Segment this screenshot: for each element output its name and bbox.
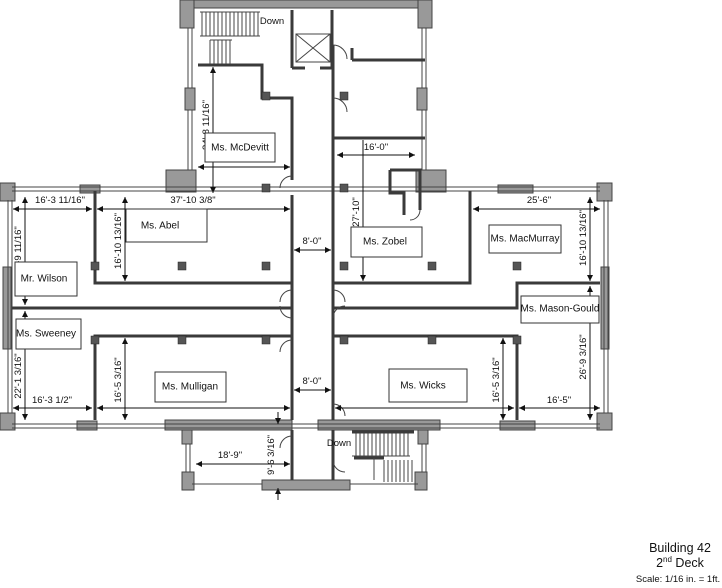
dim-masongould-depth: 26'-9 3/16" bbox=[578, 334, 589, 379]
room-label-mason-gould: Ms. Mason-Gould bbox=[520, 295, 600, 324]
room-label-wicks: Ms. Wicks bbox=[388, 368, 468, 403]
svg-text:Ms. Abel: Ms. Abel bbox=[141, 221, 179, 232]
svg-text:Ms. Zobel: Ms. Zobel bbox=[363, 237, 407, 248]
room-label-mulligan: Ms. Mulligan bbox=[154, 371, 227, 403]
dim-mcdevitt-depth: 24'-8 11/16" bbox=[201, 100, 212, 150]
column bbox=[512, 335, 522, 345]
scale-label: Scale: 1/16 in. = 1ft. bbox=[636, 574, 720, 585]
room-label-abel: Ms. Abel bbox=[125, 208, 208, 243]
stairs-top: Down bbox=[198, 11, 294, 180]
dim-wicks-depth: 16'-5 3/16" bbox=[491, 357, 502, 402]
room-label-mcdevitt: Ms. McDevitt bbox=[204, 132, 276, 163]
column bbox=[339, 335, 349, 345]
svg-text:Ms. Mason-Gould: Ms. Mason-Gould bbox=[521, 304, 600, 315]
svg-text:Ms. MacMurray: Ms. MacMurray bbox=[491, 234, 560, 245]
stairs-bottom: Down bbox=[327, 430, 414, 482]
dim-macmurray-depth: 16'-10 13/16" bbox=[578, 210, 589, 266]
room-label-sweeney: Ms. Sweeney bbox=[15, 318, 82, 350]
dim-corridor-lower: 8'-0" bbox=[303, 376, 322, 387]
building-name: Building 42 bbox=[649, 541, 711, 555]
column bbox=[90, 261, 100, 271]
elevator bbox=[290, 10, 334, 70]
svg-text:Ms. Mulligan: Ms. Mulligan bbox=[162, 382, 218, 393]
svg-text:Ms. McDevitt: Ms. McDevitt bbox=[211, 143, 269, 154]
column bbox=[427, 335, 437, 345]
dim-abel-depth: 16'-10 13/16" bbox=[113, 213, 124, 269]
column bbox=[261, 261, 271, 271]
dim-masongould-width: 16'-5" bbox=[547, 395, 571, 406]
column bbox=[339, 261, 349, 271]
dim-zobel-width: 16'-0" bbox=[364, 142, 388, 153]
column bbox=[261, 335, 271, 345]
deck-label: 2nd Deck bbox=[656, 555, 705, 570]
svg-text:Mr. Wilson: Mr. Wilson bbox=[21, 274, 68, 285]
stairs-down-label: Down bbox=[327, 438, 351, 449]
column bbox=[427, 261, 437, 271]
column bbox=[339, 91, 349, 101]
column bbox=[261, 91, 271, 101]
title-block: Building 42 2nd Deck Scale: 1/16 in. = 1… bbox=[636, 541, 720, 585]
dim-corridor-upper: 8'-0" bbox=[303, 236, 322, 247]
dim-sweeney-width: 16'-3 1/2" bbox=[32, 395, 72, 406]
column bbox=[177, 335, 187, 345]
dim-sweeney-depth: 22'-1 3/16" bbox=[13, 353, 24, 398]
dim-abel-width: 37'-10 3/8" bbox=[170, 195, 215, 206]
main-block bbox=[0, 91, 613, 431]
room-labels: Ms. McDevitt Ms. Abel Mr. Wilson Ms. Swe… bbox=[14, 132, 600, 403]
room-label-wilson: Mr. Wilson bbox=[14, 261, 78, 297]
dim-bottom-wing-width: 18'-9" bbox=[218, 450, 242, 461]
dim-macmurray-width: 25'-6" bbox=[527, 195, 551, 206]
dim-bottom-wing-depth: 9'-6 3/16" bbox=[266, 435, 277, 475]
column bbox=[339, 183, 349, 193]
dim-wilson-width: 16'-3 11/16" bbox=[35, 195, 85, 206]
bottom-wing: Down bbox=[181, 429, 429, 491]
dim-mulligan-depth: 16'-5 3/16" bbox=[113, 357, 124, 402]
column bbox=[90, 335, 100, 345]
room-label-zobel: Ms. Zobel bbox=[350, 226, 423, 258]
stairs-down-label: Down bbox=[260, 16, 284, 27]
svg-text:Ms. Sweeney: Ms. Sweeney bbox=[16, 329, 76, 340]
dim-wilson-depth: -9 11/16" bbox=[13, 226, 24, 264]
top-wing: Down bbox=[165, 0, 447, 193]
dim-zobel-depth: 27'-10" bbox=[351, 197, 362, 226]
column bbox=[512, 261, 522, 271]
dimensions: 16'-3 11/16" 37'-10 3/8" 16'-10 13/16" 2… bbox=[13, 67, 600, 500]
column bbox=[261, 183, 271, 193]
svg-text:Ms. Wicks: Ms. Wicks bbox=[400, 381, 446, 392]
column bbox=[177, 261, 187, 271]
room-label-macmurray: Ms. MacMurray bbox=[488, 224, 562, 254]
